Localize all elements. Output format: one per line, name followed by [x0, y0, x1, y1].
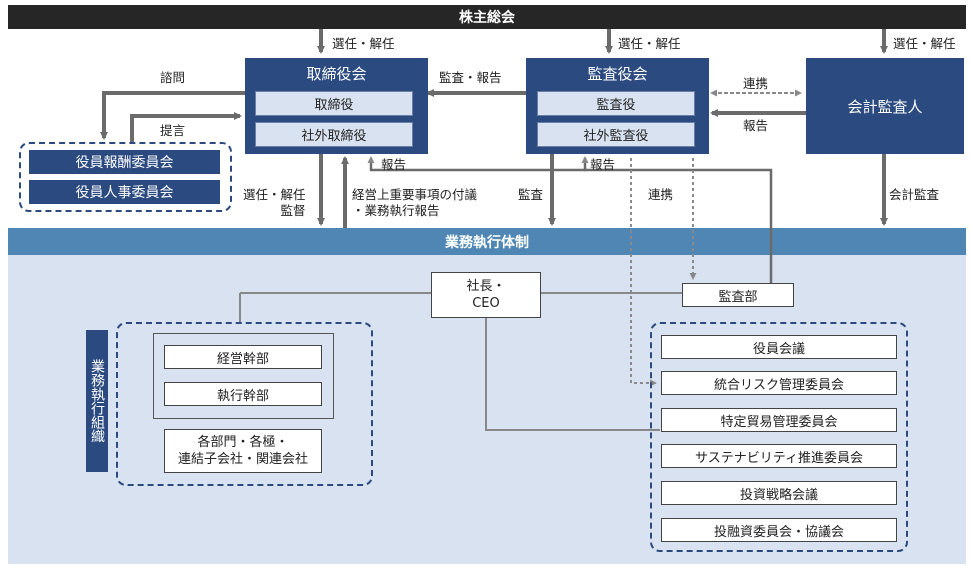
label-coop-1: 連携 [743, 76, 769, 91]
management-box: 経営幹部 [164, 345, 322, 369]
label-report-3: 報告 [590, 157, 616, 172]
meeting-item: 統合リスク管理委員会 [661, 371, 897, 395]
meetings-group [650, 322, 908, 552]
label-audit-report: 監査・報告 [439, 70, 502, 85]
label-report-1: 報告 [743, 118, 769, 133]
meeting-item: 役員会議 [661, 335, 897, 359]
shareholders-bar: 株主総会 [8, 5, 966, 29]
meeting-item: サステナビリティ推進委員会 [661, 444, 897, 468]
org-label-box: 業務執行組織 [86, 330, 108, 472]
directors-box: 取締役 [255, 91, 413, 116]
label-accounting-audit: 会計監査 [889, 187, 940, 202]
line-ceo-meetings [485, 318, 660, 431]
arrow-coop-risk [630, 158, 657, 387]
label-elect-2: 選任・解任 [618, 36, 681, 51]
ceo-box: 社長・ CEO [431, 272, 541, 318]
execution-bar: 業務執行体制 [8, 228, 966, 255]
divisions-box: 各部門・各極・ 連結子会社・関連会社 [164, 429, 322, 473]
meeting-item: 投資戦略会議 [661, 481, 897, 505]
shareholders-title: 株主総会 [459, 10, 515, 26]
execution-title: 業務執行体制 [445, 234, 529, 251]
label-audit: 監査 [518, 187, 544, 202]
accounting-auditor-box: 会計監査人 [806, 58, 964, 154]
audit-dept-box: 監査部 [682, 283, 794, 307]
meeting-item: 特定貿易管理委員会 [661, 408, 897, 432]
org-inner-frame [153, 333, 334, 419]
org-label: 業務執行組織 [89, 359, 105, 443]
outside-auditors-box: 社外監査役 [537, 122, 695, 147]
outside-directors-box: 社外取締役 [255, 122, 413, 147]
label-propose: 提言 [160, 123, 186, 138]
arrow-report-board [367, 156, 585, 172]
org-group [116, 322, 373, 486]
executive-box: 執行幹部 [164, 382, 322, 406]
compensation-committee: 役員報酬委員会 [29, 150, 220, 174]
label-coop-2: 連携 [648, 187, 674, 202]
meeting-item: 投融資委員会・協議会 [661, 518, 897, 542]
arrow-propose [130, 112, 242, 142]
arrow-report-audit-board [581, 156, 773, 283]
label-elect-1: 選任・解任 [332, 36, 395, 51]
auditors-box: 監査役 [537, 91, 695, 116]
committees-group [19, 142, 232, 212]
label-report-2: 報告 [381, 157, 407, 172]
label-elect-3: 選任・解任 [893, 36, 956, 51]
label-elect-supervise: 選任・解任 監督 [243, 187, 306, 218]
nomination-committee: 役員人事委員会 [29, 180, 220, 204]
board-title: 取締役会 [306, 64, 367, 83]
label-matters-report: 経営上重要事項の付議 ・業務執行報告 [352, 187, 478, 218]
label-consult: 諮問 [160, 70, 186, 85]
arrow-consult [100, 91, 245, 140]
audit-board-title: 監査役会 [587, 64, 648, 83]
